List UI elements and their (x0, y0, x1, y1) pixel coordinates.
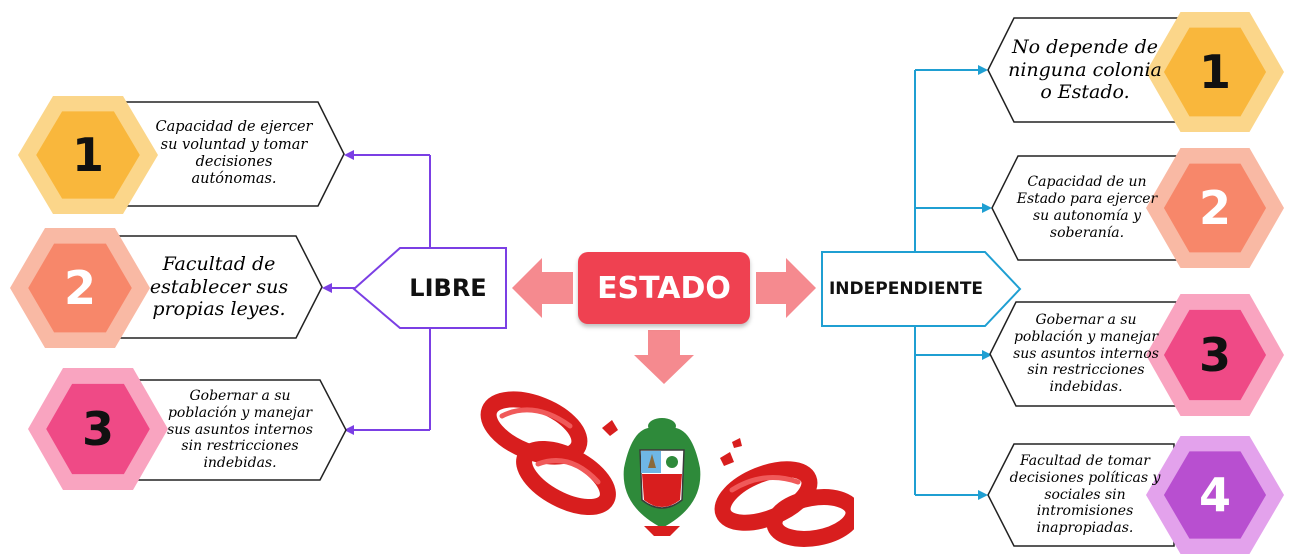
independiente-item-1-hexagon-icon (1146, 12, 1284, 136)
independiente-item-3-hexagon-icon (1146, 294, 1284, 420)
independiente-item-1-text: No depende de ninguna colonia o Estado. (1008, 35, 1162, 104)
chain-left-highlight (499, 407, 601, 485)
independiente-item-2-box (991, 155, 1179, 261)
arrow-left-to-libre (512, 258, 573, 318)
libre-item-2-hexagon-icon (10, 228, 150, 352)
libre-item-1-number: 1 (71, 128, 104, 182)
independiente-item-1-number: 1 (1198, 45, 1231, 99)
estado-center-box: ESTADO (578, 252, 750, 324)
libre-item-1-hexagon-icon (18, 96, 158, 218)
independiente-item-2-text: Capacidad de un Estado para ejercer su a… (1016, 174, 1158, 241)
independiente-item-3-number: 3 (1198, 328, 1231, 382)
libre-item-3-hexagon-icon (28, 368, 168, 494)
independiente-item-2-hexagon-icon (1146, 148, 1284, 272)
estado-arrows (512, 258, 816, 384)
broken-chain-illustration (480, 391, 854, 547)
libre-item-2-text: Facultad de establecer sus propias leyes… (149, 252, 289, 321)
libre-item-2-number: 2 (63, 261, 96, 315)
independiente-item-4-box (987, 443, 1175, 547)
chain-fragments (602, 420, 742, 466)
independiente-item-3-text: Gobernar a su población y manejar sus as… (1013, 312, 1159, 396)
libre-item-3-text: Gobernar a su población y manejar sus as… (167, 388, 313, 472)
arrow-right-to-independiente (756, 258, 816, 318)
independiente-item-4-number: 4 (1198, 468, 1231, 522)
libre-label: LIBRE (409, 274, 487, 302)
independiente-item-4-text: Facultad de tomar decisiones políticas y… (1009, 453, 1161, 537)
independiente-item-3-box (989, 301, 1177, 407)
chain-left-icon (480, 391, 616, 516)
libre-box-shape (352, 247, 507, 329)
chain-right-icon (714, 461, 854, 547)
independiente-item-2-number: 2 (1198, 181, 1231, 235)
peru-coat-of-arms-icon (623, 418, 701, 536)
chain-right-highlight (729, 475, 801, 493)
libre-item-3-number: 3 (81, 402, 114, 456)
arrow-down-to-illustration (634, 330, 694, 384)
independiente-item-4-hexagon-icon (1146, 436, 1284, 558)
independiente-label: INDEPENDIENTE (828, 279, 984, 299)
libre-item-1-text: Capacidad de ejercer su voluntad y tomar… (155, 119, 313, 188)
independiente-box-shape (821, 251, 1022, 327)
